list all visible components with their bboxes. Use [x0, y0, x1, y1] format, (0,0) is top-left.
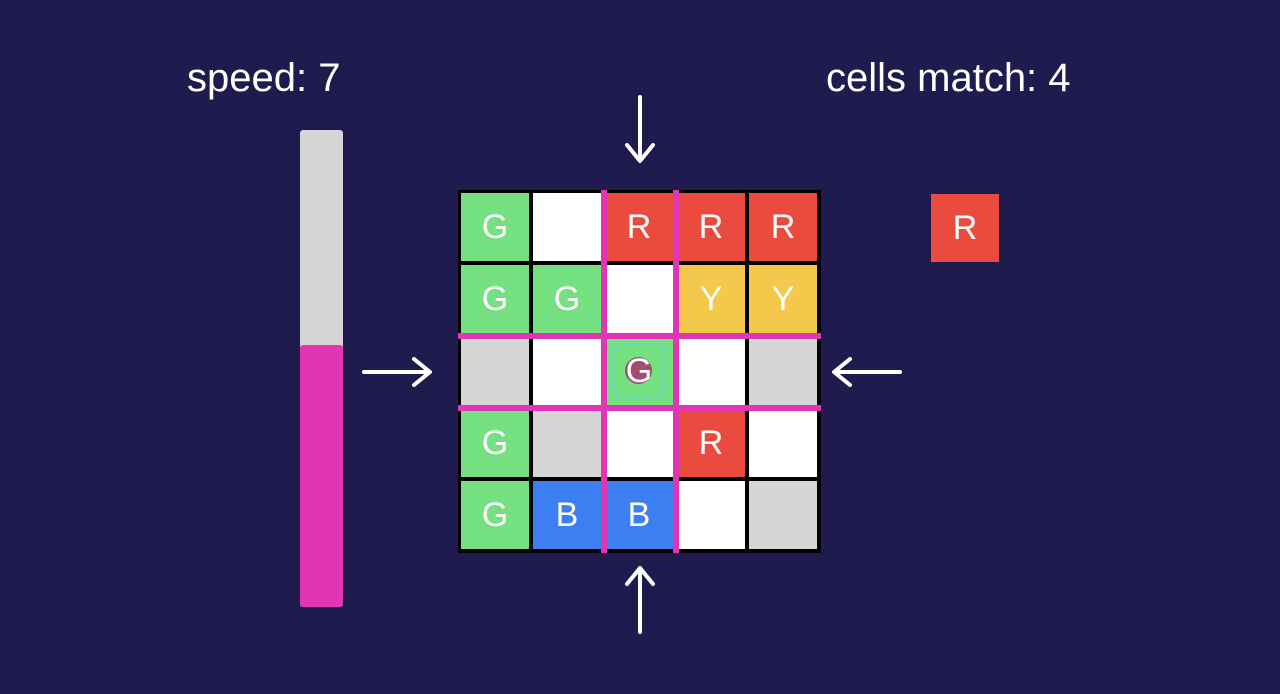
board-cell-letter: R — [626, 207, 652, 246]
board-cell-empty[interactable] — [677, 337, 745, 405]
board-cell-letter: R — [698, 207, 724, 246]
cells-match-label: cells match: 4 — [826, 56, 1071, 100]
board-cell-letter: Y — [699, 279, 723, 318]
board-cell-empty[interactable] — [749, 409, 817, 477]
board-cell-R[interactable]: R — [677, 193, 745, 261]
board-cell-G[interactable]: G — [461, 409, 529, 477]
board-cell-letter: B — [555, 495, 579, 534]
board-cell-R[interactable]: R — [749, 193, 817, 261]
left-arrow-icon[interactable] — [828, 352, 904, 392]
board-cell-empty[interactable] — [677, 481, 745, 549]
board-cell-G[interactable]: G — [461, 193, 529, 261]
board-cell-letter: R — [698, 423, 724, 462]
board-cell-Y[interactable]: Y — [749, 265, 817, 333]
speed-meter-fill — [300, 344, 343, 607]
guide-line-vertical — [673, 190, 679, 553]
board-cell-blocked[interactable] — [749, 481, 817, 549]
board-cell-letter: G — [481, 423, 509, 462]
board-cell-empty[interactable] — [605, 409, 673, 477]
board-cell-blocked[interactable] — [461, 337, 529, 405]
board-cell-G[interactable]: G — [533, 265, 601, 333]
board-cell-letter: B — [627, 495, 651, 534]
board-cell-R[interactable]: R — [605, 193, 673, 261]
next-piece: R — [931, 194, 999, 262]
guide-line-horizontal — [458, 405, 821, 411]
board-cell-empty[interactable] — [605, 265, 673, 333]
guide-line-vertical — [601, 190, 607, 553]
active-piece-outline — [612, 343, 666, 397]
right-arrow-icon[interactable] — [360, 352, 436, 392]
down-arrow-icon[interactable] — [620, 95, 660, 165]
next-piece-letter: R — [952, 208, 978, 247]
board-cell-Y[interactable]: Y — [677, 265, 745, 333]
board-cell-empty[interactable] — [533, 193, 601, 261]
speed-label: speed: 7 — [187, 56, 341, 100]
board-cell-letter: G — [481, 495, 509, 534]
board-cell-G[interactable]: G — [461, 265, 529, 333]
board-cell-blocked[interactable] — [533, 409, 601, 477]
board-cell-B[interactable]: B — [533, 481, 601, 549]
board-cell-blocked[interactable] — [749, 337, 817, 405]
speed-meter — [300, 130, 343, 607]
board-cell-empty[interactable] — [533, 337, 601, 405]
guide-line-horizontal — [458, 333, 821, 339]
board-cell-letter: Y — [771, 279, 795, 318]
board-cell-R[interactable]: R — [677, 409, 745, 477]
up-arrow-icon[interactable] — [620, 564, 660, 636]
active-piece-letter: G — [625, 352, 653, 390]
board-cell-letter: G — [553, 279, 581, 318]
board-cell-letter: R — [770, 207, 796, 246]
board-cell-B[interactable]: B — [605, 481, 673, 549]
board-cell-G[interactable]: G — [461, 481, 529, 549]
board-cell-letter: G — [481, 207, 509, 246]
active-piece-marker-icon — [625, 357, 652, 384]
board-cell-letter: G — [481, 279, 509, 318]
